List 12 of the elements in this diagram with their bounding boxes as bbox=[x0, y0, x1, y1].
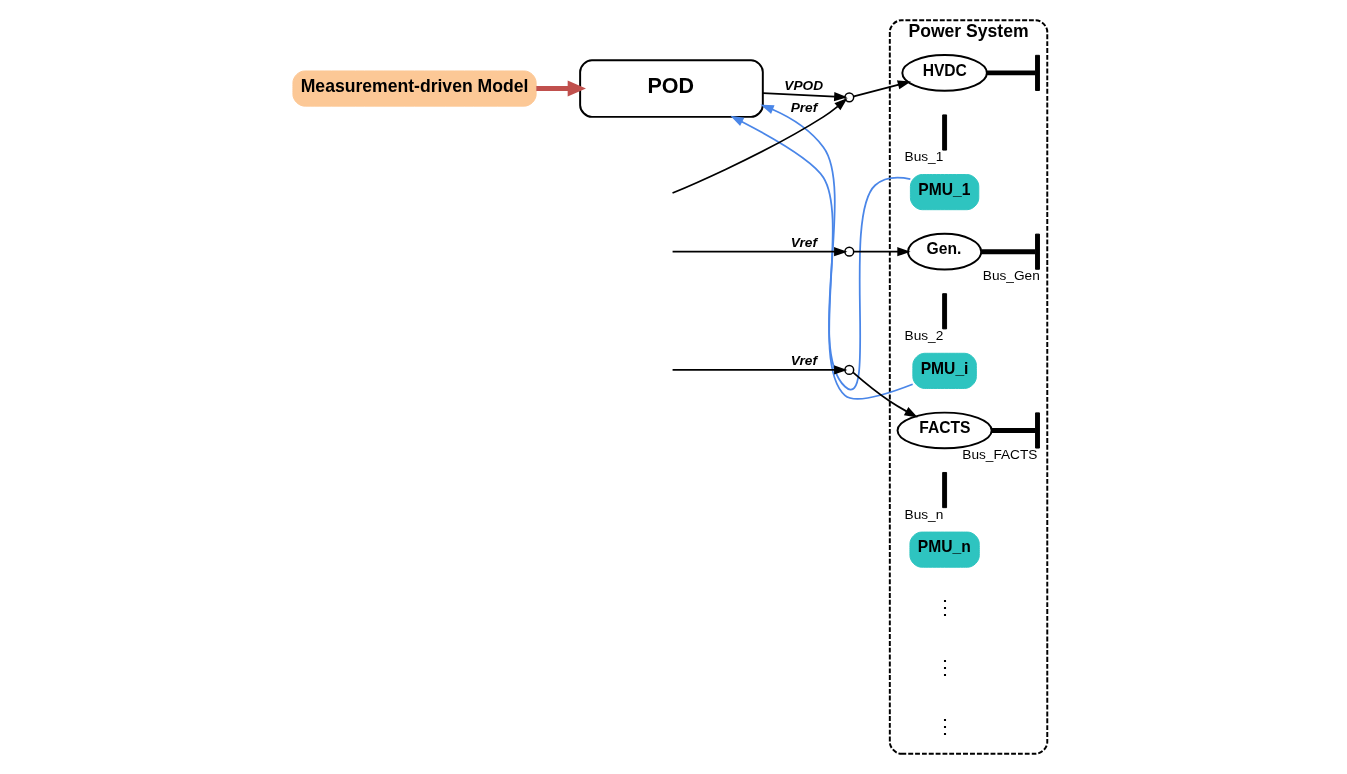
label: ⋮ bbox=[934, 596, 955, 619]
label: ⋮ bbox=[934, 715, 955, 738]
label: ⋮ bbox=[934, 655, 955, 678]
node-label: Bus_2 bbox=[904, 327, 943, 343]
node-label: Bus_n bbox=[904, 506, 943, 522]
node-label: Bus_1 bbox=[904, 149, 943, 165]
node-label: Bus_FACTS bbox=[961, 447, 1037, 462]
edge-label: Pref bbox=[790, 100, 817, 116]
edge-label: Vref bbox=[790, 353, 817, 369]
edge-label: Vref bbox=[790, 235, 817, 250]
node-label: Bus_Gen bbox=[982, 268, 1040, 284]
edge-label: VPOD bbox=[783, 77, 823, 93]
